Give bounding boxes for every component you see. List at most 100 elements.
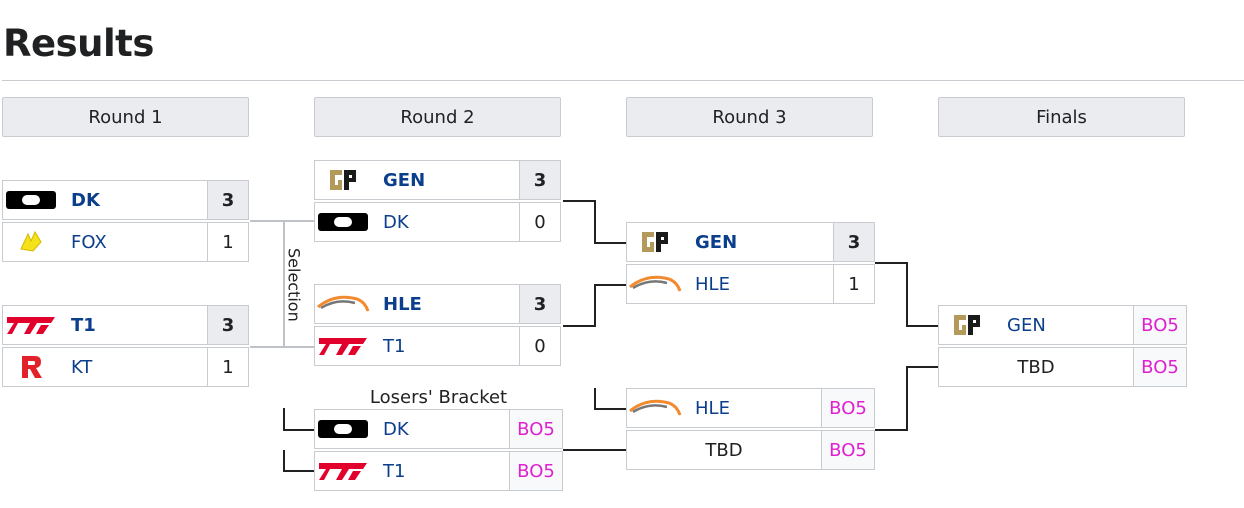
r2-match1-connector [563, 200, 626, 244]
team-tbd: TBD [1017, 356, 1055, 378]
team-cell[interactable]: HLE [315, 285, 519, 323]
hle-logo-icon [627, 265, 683, 303]
match-team-row: GEN 3 [626, 222, 875, 262]
team-name[interactable]: FOX [71, 231, 107, 253]
best-of-label: BO5 [1133, 306, 1186, 344]
gen-logo-icon [315, 161, 371, 199]
match-team-row: T1 3 [2, 305, 249, 345]
team-name[interactable]: GEN [383, 169, 426, 191]
best-of-label: BO5 [509, 452, 562, 490]
team-score: 1 [207, 223, 248, 261]
selection-bracket-line [250, 220, 285, 348]
team-cell[interactable]: FOX [3, 223, 207, 261]
losers-dk-connector [283, 408, 314, 431]
round-header-2: Round 2 [314, 97, 561, 137]
team-score: 3 [207, 181, 248, 219]
best-of-label: BO5 [1133, 348, 1186, 386]
fox-logo-icon [3, 223, 59, 261]
match-team-row: GEN 3 [314, 160, 561, 200]
match-team-row: HLE 1 [626, 264, 875, 304]
team-cell[interactable]: KT [3, 348, 207, 386]
team-name[interactable]: DK [71, 189, 100, 211]
round-header-3: Round 3 [626, 97, 873, 137]
team-score: 0 [519, 203, 560, 241]
best-of-label: BO5 [821, 389, 874, 427]
team-score: 1 [207, 348, 248, 386]
team-name[interactable]: HLE [695, 397, 730, 419]
hle-logo-icon [315, 285, 371, 323]
match-team-row: FOX 1 [2, 222, 249, 262]
team-name[interactable]: T1 [383, 460, 406, 482]
round3-match1: GEN 3 HLE 1 [626, 222, 875, 304]
match-team-row: DK BO5 [314, 409, 563, 449]
t1-logo-icon [315, 327, 371, 365]
round1-match1: DK 3 FOX 1 [2, 180, 249, 262]
losers-hle-connector [594, 388, 626, 410]
team-cell[interactable]: HLE [627, 265, 833, 303]
gen-logo-icon [627, 223, 683, 261]
team-score: 1 [833, 265, 874, 303]
match-team-row: TBD BO5 [938, 347, 1187, 387]
match-team-row: T1 BO5 [314, 451, 563, 491]
team-tbd: TBD [705, 439, 743, 461]
team-name[interactable]: HLE [383, 293, 422, 315]
team-name[interactable]: T1 [383, 335, 406, 357]
match-team-row: HLE BO5 [626, 388, 875, 428]
team-score: 3 [207, 306, 248, 344]
best-of-label: BO5 [509, 410, 562, 448]
match-team-row: DK 0 [314, 202, 561, 242]
hle-logo-icon [627, 389, 683, 427]
round1-match2: T1 3 KT 1 [2, 305, 249, 387]
match-team-row: DK 3 [2, 180, 249, 220]
best-of-label: BO5 [821, 431, 874, 469]
round3-match2: HLE BO5 TBD BO5 [626, 388, 875, 470]
team-score: 0 [519, 327, 560, 365]
finals-match: GEN BO5 TBD BO5 [938, 305, 1187, 387]
dk-logo-icon [3, 181, 59, 219]
team-score: 3 [519, 285, 560, 323]
team-cell[interactable]: DK [315, 410, 509, 448]
match-team-row: HLE 3 [314, 284, 561, 324]
round2-match1: GEN 3 DK 0 [314, 160, 561, 242]
team-cell[interactable]: T1 [315, 452, 509, 490]
team-name[interactable]: KT [71, 356, 93, 378]
team-cell[interactable]: DK [3, 181, 207, 219]
round-header-1: Round 1 [2, 97, 249, 137]
team-cell[interactable]: DK [315, 203, 519, 241]
match-team-row: KT 1 [2, 347, 249, 387]
team-cell[interactable]: T1 [315, 327, 519, 365]
match-team-row: T1 0 [314, 326, 561, 366]
match-team-row: GEN BO5 [938, 305, 1187, 345]
team-name[interactable]: T1 [71, 314, 96, 336]
selection-label: Selection [284, 248, 304, 322]
team-name[interactable]: HLE [695, 273, 730, 295]
losers-bracket-label: Losers' Bracket [369, 387, 508, 408]
round2-losers-match: DK BO5 T1 BO5 [314, 409, 563, 491]
team-cell[interactable]: GEN [939, 306, 1133, 344]
r2-match2-connector [563, 284, 626, 327]
team-name[interactable]: DK [383, 418, 409, 440]
team-cell[interactable]: GEN [315, 161, 519, 199]
team-name[interactable]: DK [383, 211, 409, 233]
dk-logo-icon [315, 410, 371, 448]
team-score: 3 [833, 223, 874, 261]
t1-logo-icon [3, 306, 59, 344]
team-cell[interactable]: T1 [3, 306, 207, 344]
round-header-finals: Finals [938, 97, 1185, 137]
gen-logo-icon [939, 306, 995, 344]
r3-upper-to-finals-connector [875, 262, 938, 327]
round2-match2: HLE 3 T1 0 [314, 284, 561, 366]
team-name[interactable]: GEN [1007, 314, 1046, 336]
team-cell[interactable]: GEN [627, 223, 833, 261]
match-team-row: TBD BO5 [626, 430, 875, 470]
team-cell[interactable]: HLE [627, 389, 821, 427]
dk-logo-icon [315, 203, 371, 241]
team-score: 3 [519, 161, 560, 199]
losers-t1-connector [283, 450, 314, 472]
page-title: Results [3, 22, 154, 65]
kt-logo-icon [3, 348, 59, 386]
t1-logo-icon [315, 452, 371, 490]
team-name[interactable]: GEN [695, 231, 738, 253]
r3-lower-to-finals-connector [875, 366, 938, 431]
